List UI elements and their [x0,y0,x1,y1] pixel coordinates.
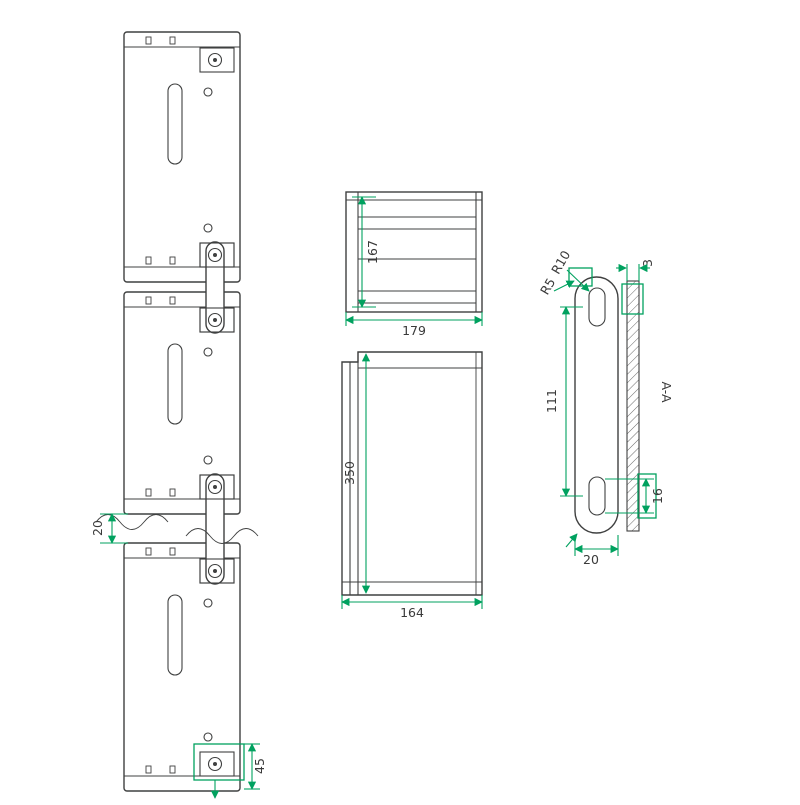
front-view-assembly: 20 45 [90,31,267,799]
top-view: 167 179 [345,191,483,338]
dim-label-hinge: 45 [252,758,267,774]
section-view: R5 R10 3 111 16 [537,248,674,567]
slot-hole [167,83,183,165]
dim-label-gap: 20 [90,520,105,536]
mounting-plate [574,276,619,534]
dim-label-top-depth: 167 [365,240,380,264]
dim-side-height: 350 [342,353,371,594]
section-label: A-A [659,381,674,403]
plate-slot-bottom [588,476,606,516]
dim-label-top-width: 179 [402,323,426,338]
dim-label-hole-spacing: 111 [544,389,559,413]
dim-label-side-width: 164 [400,605,424,620]
dim-top-width: 179 [345,312,483,338]
dim-gap: 20 [90,513,128,544]
dim-label-side-height: 350 [342,461,357,485]
dim-base-width: 20 [565,533,619,567]
dim-top-depth: 167 [352,196,380,308]
dim-label-slot: 16 [650,488,665,504]
dim-slot: 16 [605,473,665,519]
plate-slot-top [588,287,606,327]
side-view: 350 164 [341,351,483,620]
dim-label-r5: R5 [537,275,558,297]
break-lines [95,514,259,544]
dim-thickness: 3 [616,259,655,281]
dim-hole-spacing: 111 [544,306,583,497]
slot-hole [167,594,183,676]
slot-hole [167,343,183,425]
dim-radius-small: R5 [537,275,575,297]
hinge-link-2 [199,473,235,585]
dim-hinge: 45 [193,743,267,799]
hinge-link-1 [199,241,235,334]
dim-label-base-width: 20 [583,552,599,567]
section-cut-strip [626,280,640,532]
bracket-unit-1 [123,31,241,283]
dim-label-thickness: 3 [640,259,655,267]
dim-side-width: 164 [341,595,483,620]
